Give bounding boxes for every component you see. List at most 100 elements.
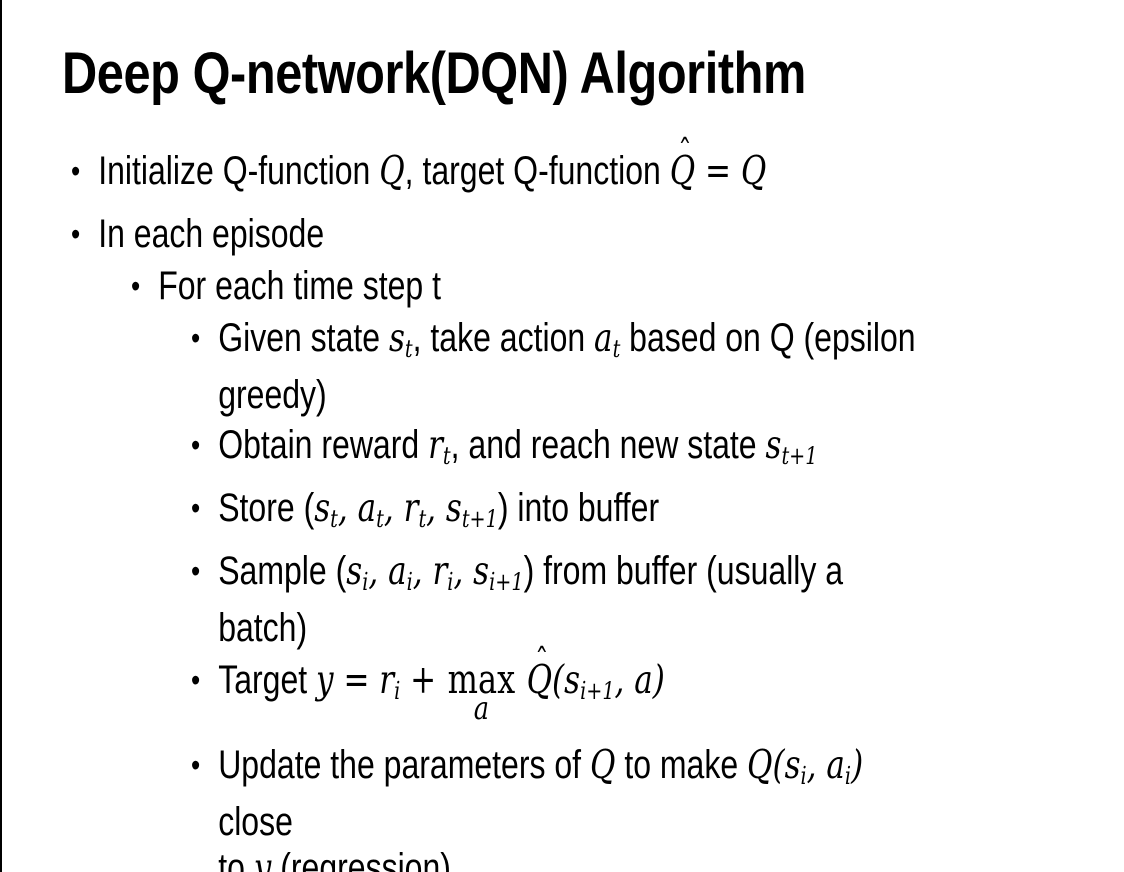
math-segment: Q — [589, 743, 616, 788]
bullet-item: • Obtain reward rt, and reach new state s… — [191, 422, 1124, 479]
bullet-item: • Initialize Q-function Q, target Q-funct… — [71, 136, 1124, 195]
math-subscript: i — [362, 568, 369, 596]
math-segment: r — [428, 423, 443, 468]
bullet-inner: •Given state st, take action at based on… — [191, 315, 937, 418]
bullet-list: •Initialize Q-function Q, target Q-funct… — [0, 136, 1124, 872]
bullet-text: Obtain reward rt, and reach new state st… — [218, 422, 817, 479]
math-subscript: i — [447, 568, 454, 596]
math-segment: (s — [552, 658, 581, 703]
text-segment: , and reach new state — [450, 423, 766, 467]
slide-left-border — [0, 0, 2, 872]
math-segment: s — [314, 486, 331, 531]
text-segment: based on Q (epsilon — [620, 316, 916, 360]
text-segment: greedy) — [218, 373, 327, 417]
math-segment: = Q — [695, 149, 767, 194]
math-segment: , a) — [614, 658, 665, 703]
math-segment: s — [388, 316, 405, 361]
math-subscript: t — [330, 505, 338, 533]
bullet-item: •Store (st, at, rt, st+1) into buffer — [191, 485, 1124, 542]
bullet-inner: • For each time step t — [131, 263, 925, 309]
hat-accent: ˆ — [534, 641, 549, 682]
bullet-inner: • In each episode — [71, 211, 913, 257]
math-segment: , r — [412, 549, 448, 594]
math-subscript: t — [376, 505, 384, 533]
bullet-item: •Given state st, take action at based on… — [191, 315, 1124, 418]
math-subscript: t — [418, 505, 427, 533]
bullet-item: •Sample (si, ai, ri, si+1) from buffer (… — [191, 548, 1124, 651]
max-under-variable: a — [473, 688, 490, 727]
math-hat-base: Q — [669, 149, 696, 194]
bullet-marker: • — [191, 489, 201, 526]
bullet-text: Update the parameters of Q to make Q(si,… — [218, 742, 937, 872]
text-segment: In each episode — [98, 212, 325, 256]
math-segment: s — [765, 423, 782, 468]
math-segment: Q — [379, 149, 405, 194]
bullet-marker: • — [71, 152, 81, 189]
text-segment: (regression) — [271, 846, 451, 872]
bullet-item: • For each time step t — [131, 263, 1124, 309]
text-segment: , take action — [412, 316, 595, 360]
math-segment: y = r — [316, 658, 395, 703]
math-segment: + — [400, 658, 447, 703]
math-segment: Q(s — [747, 743, 801, 788]
bullet-marker: • — [191, 552, 201, 589]
math-subscript: t — [612, 335, 621, 363]
text-segment: Target — [218, 658, 317, 702]
text-segment: close — [218, 800, 293, 844]
text-segment: Sample ( — [218, 549, 347, 593]
math-segment: , s — [426, 486, 462, 531]
text-segment: Initialize Q-function — [98, 149, 380, 193]
slide-title: Deep Q-network(DQN) Algorithm — [62, 41, 806, 106]
bullet-inner: •Sample (si, ai, ri, si+1) from buffer (… — [191, 548, 937, 651]
math-subscript: i+1 — [580, 677, 615, 705]
text-segment: ) into buffer — [497, 486, 660, 530]
bullet-text: In each episode — [98, 211, 324, 257]
text-segment: For each time step t — [158, 264, 441, 308]
bullet-marker: • — [191, 426, 201, 463]
bullet-item: •Update the parameters of Q to make Q(si… — [191, 742, 1124, 872]
bullet-text: Given state st, take action at based on … — [218, 315, 915, 418]
bullet-inner: • Obtain reward rt, and reach new state s… — [191, 422, 937, 479]
bullet-item: • In each episode — [71, 211, 1124, 257]
math-subscript: i — [800, 762, 807, 790]
bullet-text: Store (st, at, rt, st+1) into buffer — [218, 485, 659, 542]
math-segment: s — [346, 549, 363, 594]
bullet-inner: •Store (st, at, rt, st+1) into buffer — [191, 485, 937, 542]
bullet-marker: • — [131, 267, 141, 304]
math-segment: a — [594, 316, 613, 361]
math-segment: , a — [368, 549, 407, 594]
math-segment: ) — [851, 743, 864, 788]
text-segment: , target Q-function — [404, 149, 670, 193]
max-operator: max — [447, 657, 516, 703]
text-segment: Update the parameters of — [218, 743, 590, 787]
bullet-marker: • — [191, 746, 201, 783]
math-subscript: i — [844, 762, 852, 790]
math-segment — [517, 658, 527, 703]
bullet-inner: • Initialize Q-function Q, target Q-funct… — [71, 136, 913, 195]
bullet-text: Sample (si, ai, ri, si+1) from buffer (u… — [218, 548, 937, 651]
math-subscript: t+1 — [461, 505, 498, 533]
math-subscript: t — [404, 335, 413, 363]
bullet-marker: • — [191, 319, 201, 356]
text-segment: to — [218, 846, 254, 872]
text-segment: ) from buffer (usually a batch) — [218, 549, 844, 650]
hat-accent: ˆ — [678, 132, 692, 173]
math-subscript: i — [394, 677, 401, 705]
text-segment: Given state — [218, 316, 389, 360]
math-segment: , r — [383, 486, 419, 531]
math-segment: , a — [806, 743, 845, 788]
text-segment: to make — [615, 743, 748, 787]
text-segment: Store ( — [218, 486, 315, 530]
math-segment: , a — [337, 486, 377, 531]
math-subscript: t — [442, 442, 451, 470]
bullet-marker: • — [71, 215, 81, 252]
text-segment: Obtain reward — [218, 423, 429, 467]
math-subscript: t+1 — [781, 442, 818, 470]
math-subscript: i+1 — [489, 568, 524, 596]
